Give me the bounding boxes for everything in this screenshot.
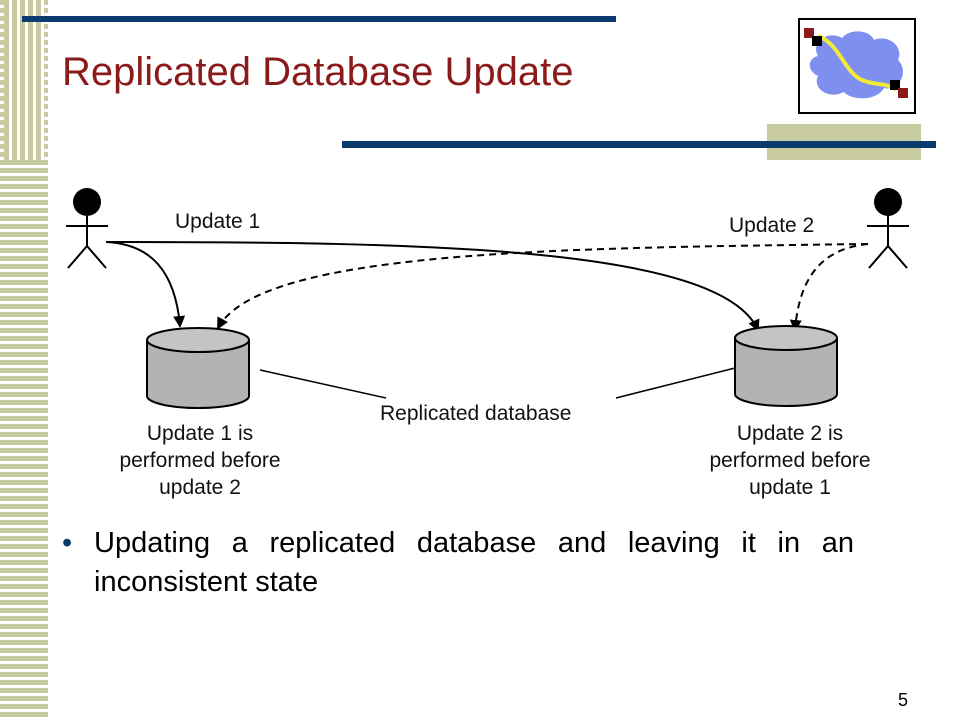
bullet-marker: •	[62, 527, 73, 559]
network-logo	[798, 18, 916, 114]
update1-arrow-right-db	[105, 241, 760, 332]
right-caption-line-3: update 1	[749, 476, 831, 499]
left-caption-line-1: Update 1 is	[147, 422, 253, 445]
right-user-icon	[867, 188, 909, 269]
right-database-icon	[734, 325, 838, 407]
update2-arrow-left-db	[217, 243, 869, 330]
update2-arrow-right-db	[789, 243, 869, 332]
right-caption-line-2: performed before	[709, 449, 870, 472]
page-number: 5	[898, 690, 909, 710]
replicated-database-label: Replicated database	[380, 402, 571, 425]
update1-arrow-left-db	[105, 241, 186, 328]
title-underline-bar	[342, 141, 936, 148]
right-caption-line-1: Update 2 is	[737, 422, 843, 445]
bullet-text: Updating a replicated database and leavi…	[94, 527, 854, 598]
left-user-icon	[66, 188, 108, 269]
left-decorative-columns	[4, 0, 44, 160]
network-cloud-icon	[804, 28, 908, 99]
left-caption-line-3: update 2	[159, 476, 241, 499]
left-database-icon	[146, 327, 250, 409]
replicated-line-right	[615, 367, 736, 399]
update2-label: Update 2	[729, 214, 814, 237]
slide-title: Replicated Database Update	[62, 50, 574, 94]
top-accent-bar	[22, 16, 616, 22]
replicated-line-left	[259, 369, 387, 399]
left-caption-line-2: performed before	[119, 449, 280, 472]
update1-label: Update 1	[175, 210, 260, 233]
